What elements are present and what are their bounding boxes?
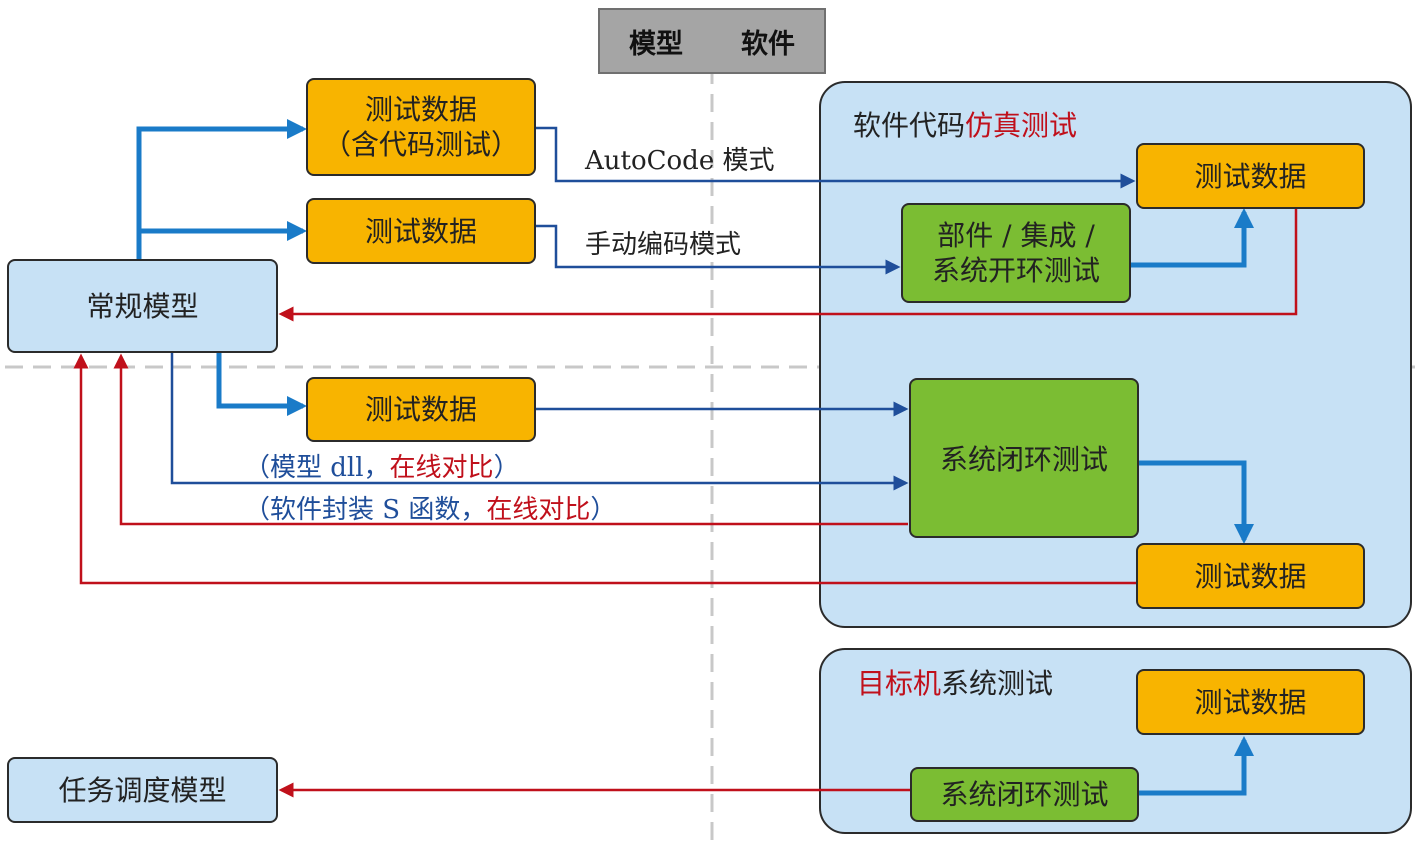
closed-loop-target-label: 系统闭环测试 <box>940 778 1109 811</box>
closed-loop-sim-box[interactable]: 系统闭环测试 <box>909 378 1139 538</box>
scheduling-model-label: 任务调度模型 <box>58 773 227 807</box>
conventional-model-label: 常规模型 <box>86 289 199 323</box>
target-test-data-box[interactable]: 测试数据 <box>1136 669 1365 735</box>
arrow-closedloop-to-data <box>1139 460 1254 544</box>
test-data-dll-label: 测试数据 <box>364 393 477 426</box>
dll-label-suffix: ） <box>493 453 520 483</box>
test-data-code-line1: 测试数据 <box>364 93 477 126</box>
sim-test-panel-title: 软件代码仿真测试 <box>853 104 1077 144</box>
scheduling-model-box[interactable]: 任务调度模型 <box>7 757 278 823</box>
arrow-red-bottom-data-feedback <box>73 353 1136 585</box>
component-line2: 系统开环测试 <box>931 254 1100 287</box>
sfunc-label-suffix: ） <box>590 495 617 525</box>
arrow-autocode <box>536 126 1136 189</box>
domain-header: 模型 软件 <box>598 8 826 74</box>
target-test-data-label: 测试数据 <box>1194 685 1307 719</box>
arrow-red-sim-data-feedback <box>278 209 1298 322</box>
dll-label-prefix: （模型 dll， <box>244 453 390 483</box>
sim-title-highlight: 仿真测试 <box>965 109 1078 142</box>
closed-loop-target-box[interactable]: 系统闭环测试 <box>910 767 1139 822</box>
test-data-code-line2: （含代码测试） <box>322 128 519 161</box>
sim-test-data-bottom-label: 测试数据 <box>1194 559 1307 593</box>
component-line1: 部件 / 集成 / <box>937 219 1095 252</box>
conventional-model-box[interactable]: 常规模型 <box>7 259 278 353</box>
header-model: 模型 <box>629 28 683 60</box>
target-test-panel-title: 目标机系统测试 <box>857 662 1053 702</box>
dll-label: （模型 dll，在线对比） <box>244 447 520 484</box>
test-data-manual-label: 测试数据 <box>364 214 477 248</box>
arrow-model-to-test-dll <box>216 352 307 416</box>
target-title-highlight: 目标机 <box>857 667 942 700</box>
test-data-dll-box[interactable]: 测试数据 <box>306 377 536 442</box>
dll-label-highlight: 在线对比 <box>389 453 494 483</box>
component-open-loop-box[interactable]: 部件 / 集成 / 系统开环测试 <box>901 203 1131 303</box>
arrow-manual <box>536 224 901 275</box>
sfunc-label: （软件封装 S 函数，在线对比） <box>244 489 616 526</box>
test-data-manual-box[interactable]: 测试数据 <box>306 198 536 264</box>
sim-title-prefix: 软件代码 <box>853 109 966 142</box>
sfunc-label-prefix: （软件封装 S 函数， <box>244 495 487 525</box>
sfunc-label-highlight: 在线对比 <box>486 495 591 525</box>
sim-test-data-bottom-box[interactable]: 测试数据 <box>1136 543 1365 609</box>
arrow-dll-online <box>170 352 909 491</box>
arrow-component-to-data <box>1131 208 1254 268</box>
arrow-target-closedloop-to-data <box>1139 736 1254 796</box>
arrow-model-to-test-code <box>136 119 307 260</box>
manual-label: 手动编码模式 <box>585 230 742 260</box>
sim-test-data-top-label: 测试数据 <box>1194 159 1307 193</box>
autocode-label: AutoCode 模式 <box>585 146 775 176</box>
closed-loop-sim-label: 系统闭环测试 <box>939 443 1108 476</box>
test-data-code-box[interactable]: 测试数据 （含代码测试） <box>306 78 536 176</box>
arrow-red-sfunc-feedback <box>113 353 908 526</box>
sim-test-data-top-box[interactable]: 测试数据 <box>1136 143 1365 209</box>
header-software: 软件 <box>741 28 795 60</box>
target-title-suffix: 系统测试 <box>941 667 1054 700</box>
